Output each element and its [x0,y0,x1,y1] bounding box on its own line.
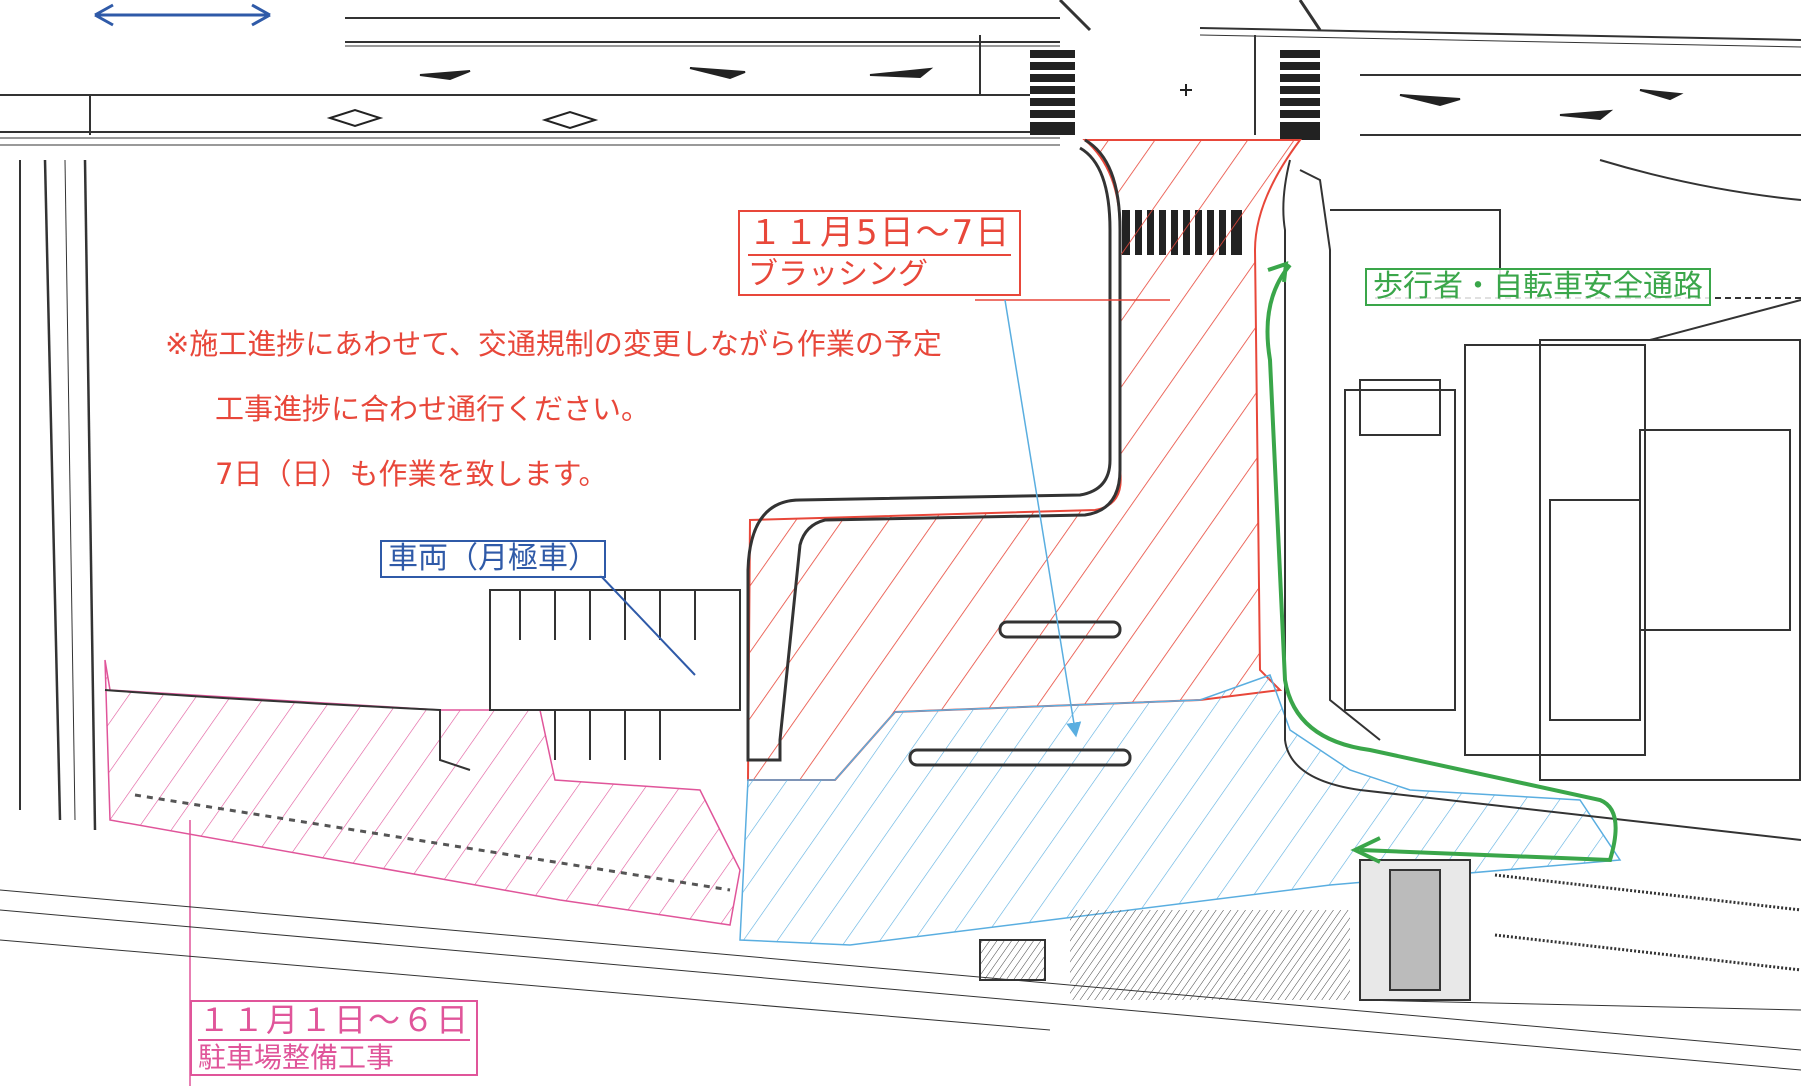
parking-date-label: １１月１日～６日 [198,1001,471,1041]
notice-line-2: 工事進捗に合わせ通行ください。 [215,392,651,426]
safe-path-arrow-bottom [1350,836,1381,864]
site-structures [0,138,1801,1071]
parking-zone [104,659,741,926]
notice-line-1: ※施工進捗にあわせて、交通規制の変更しながら作業の予定 [165,327,942,361]
safe-path-arrow-top [1267,261,1289,283]
vehicle-leader [599,574,696,676]
parking-name-label: 駐車場整備工事 [198,1041,395,1074]
flushing-zone-label: １１月5日～7日 ブラッシング [738,210,1022,296]
safe-path-label: 歩行者・自転車安全通路 [1365,268,1711,306]
notice-line-3: 7日（日）も作業を致します。 [215,457,608,491]
flushing-date-label: １１月5日～7日 [748,216,1012,256]
flushing-arrow [1004,299,1082,738]
flushing-name-label: ブラッシング [748,257,928,292]
parking-zone-label: １１月１日～６日 駐車場整備工事 [190,1000,479,1076]
vehicle-label: 車両（月極車） [380,540,606,578]
road-linework [0,0,1801,831]
road-markings [94,3,1684,130]
safe-path-route [1265,263,1618,863]
